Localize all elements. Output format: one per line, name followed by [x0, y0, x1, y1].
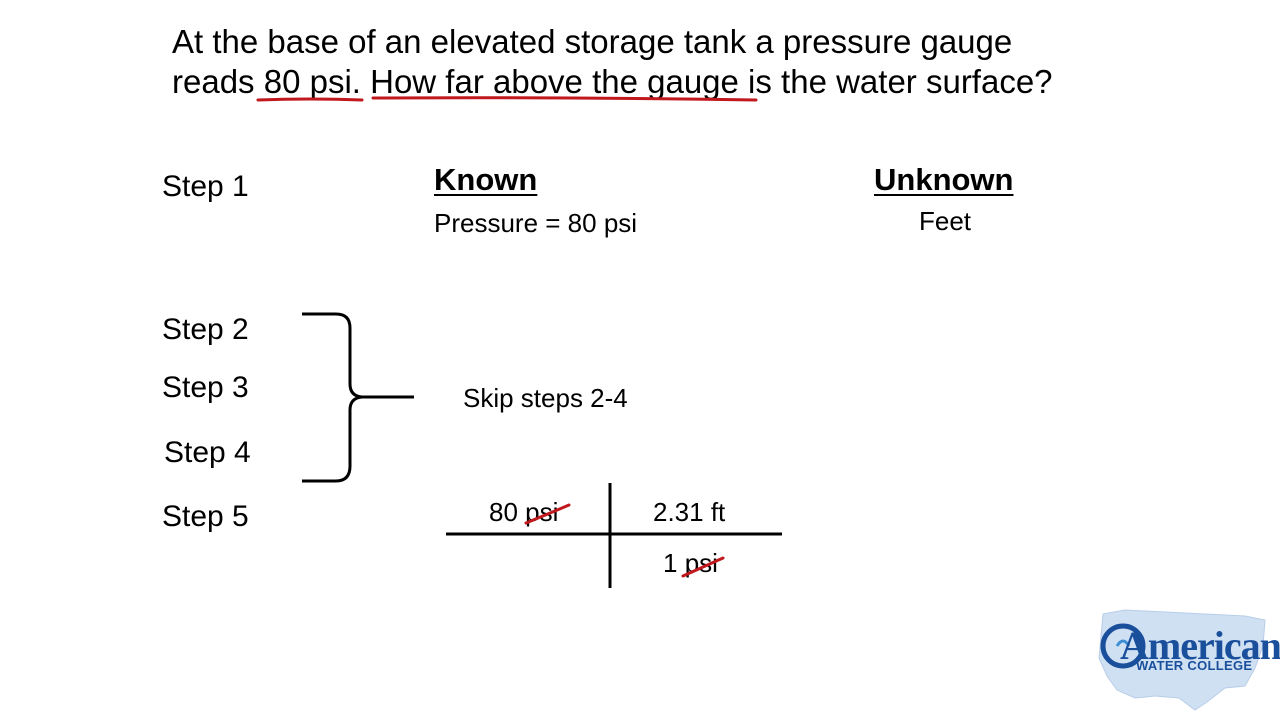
conversion-top-left-number: 80: [489, 497, 518, 527]
step-2-label: Step 2: [162, 313, 249, 346]
logo-wordmark: American: [1120, 623, 1280, 668]
question-highlight-distance: How far above the gauge: [370, 63, 739, 100]
unknown-value: Feet: [919, 206, 972, 236]
question-text: At the base of an elevated storage tank …: [172, 22, 1072, 102]
known-value: Pressure = 80 psi: [434, 208, 638, 238]
unknown-header: Unknown: [874, 162, 1014, 197]
underline-how-far: [371, 96, 758, 102]
brace-icon: [302, 312, 414, 483]
strikethrough-psi-top: [524, 503, 571, 525]
known-header: Known: [434, 162, 538, 197]
question-part-1: At the base of an elevated storage tank …: [172, 23, 1013, 100]
step-3-label: Step 3: [162, 371, 249, 404]
step-4-label: Step 4: [164, 436, 251, 469]
strikethrough-psi-bottom: [681, 556, 725, 578]
skip-steps-note: Skip steps 2-4: [463, 383, 628, 413]
question-highlight-pressure: 80 psi.: [263, 63, 361, 100]
question-part-3: is the water surface?: [738, 63, 1053, 100]
step-5-label: Step 5: [162, 500, 249, 533]
logo-subtitle: WATER COLLEGE: [1136, 658, 1253, 673]
usa-map-logo-icon: [1098, 609, 1266, 711]
step-1-label: Step 1: [162, 170, 249, 203]
underline-80-psi: [256, 97, 364, 102]
conversion-bottom-right-number: 1: [663, 548, 678, 578]
conversion-top-right: 2.31 ft: [653, 497, 726, 527]
